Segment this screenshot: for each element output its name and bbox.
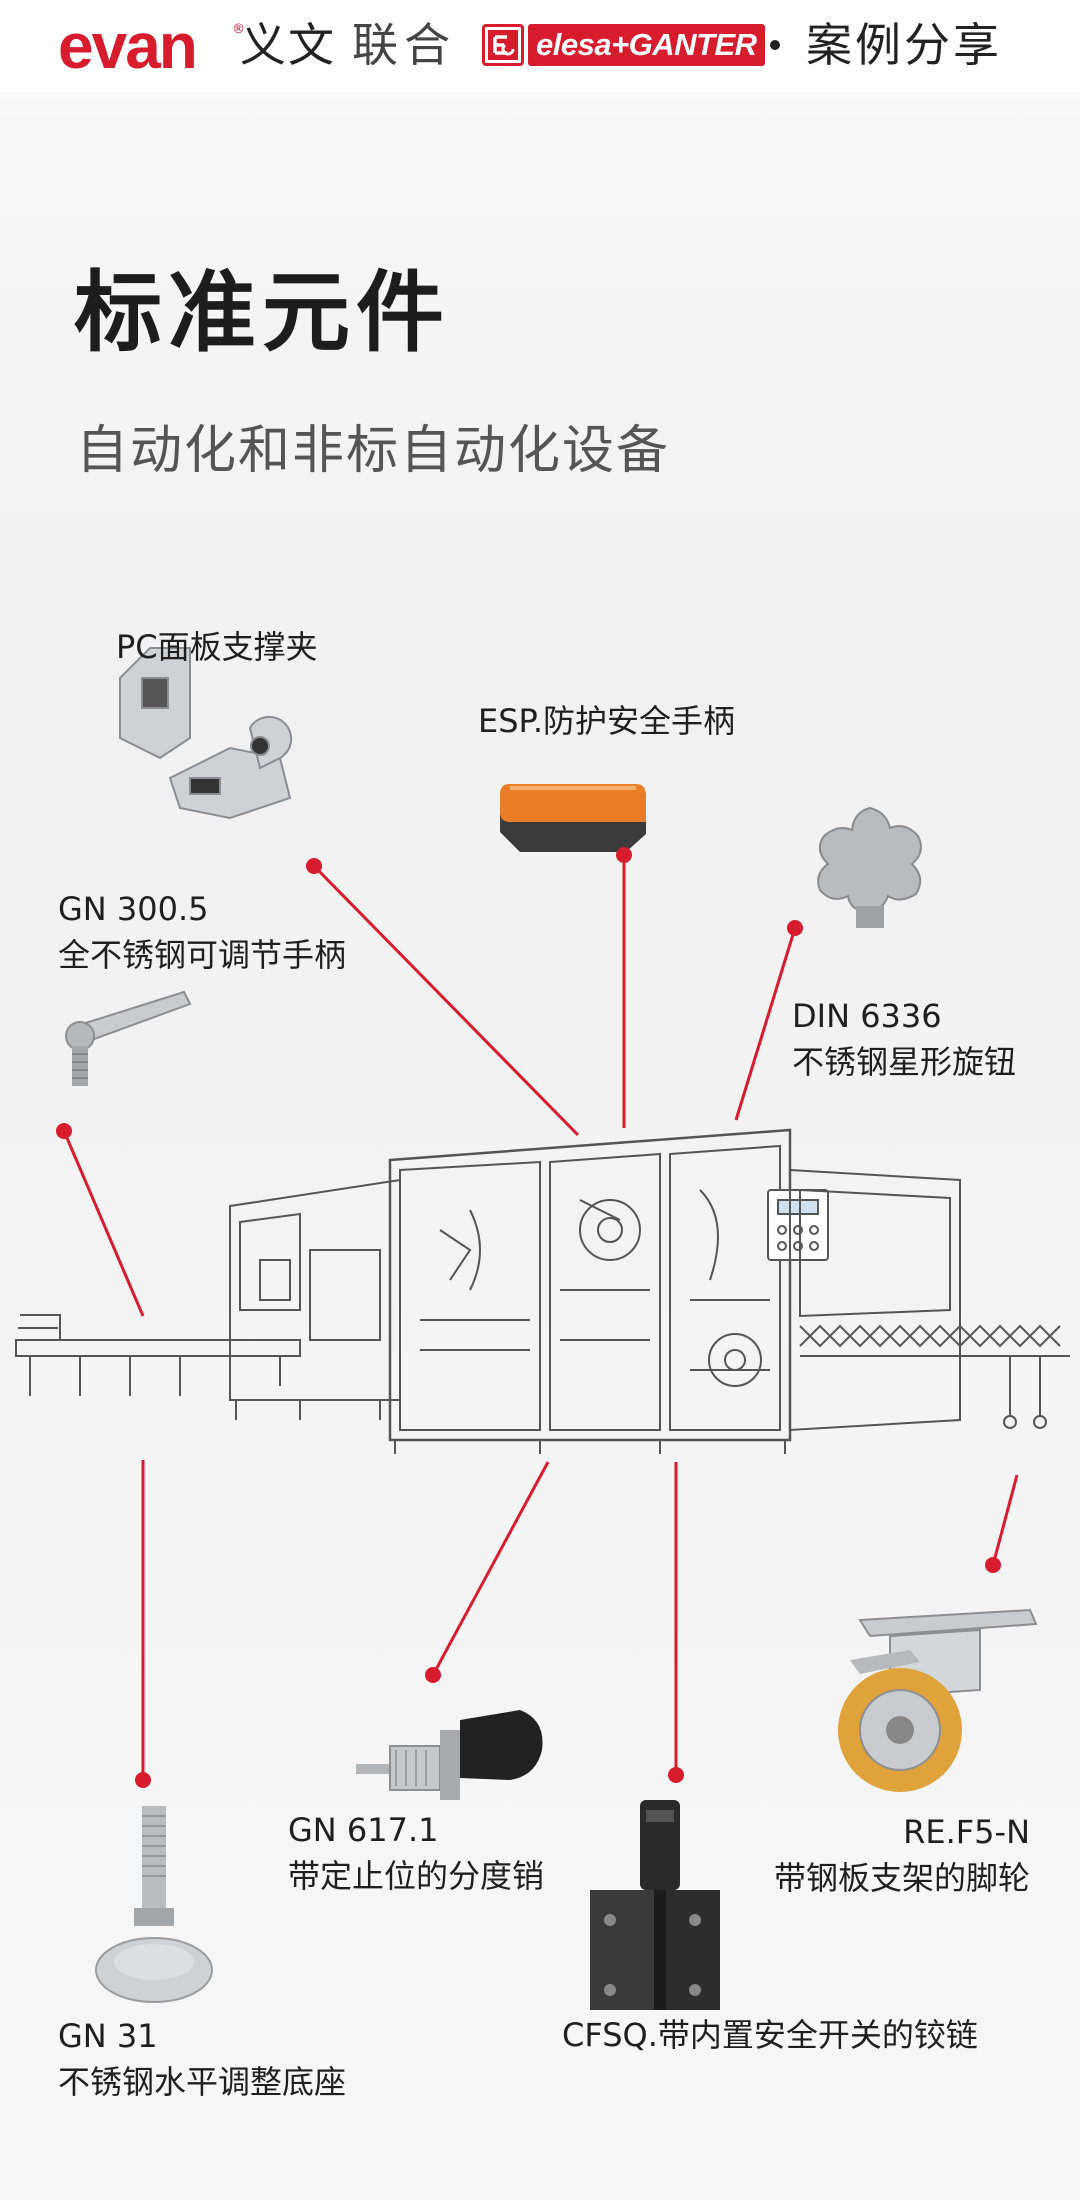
evan-logo: evan xyxy=(58,10,198,82)
product-desc: CFSQ.带内置安全开关的铰链 xyxy=(562,2016,978,2054)
elesa-emblem-icon xyxy=(482,24,524,66)
label-cfsq-hinge: CFSQ.带内置安全开关的铰链 xyxy=(562,2012,978,2058)
product-code: RE.F5-N xyxy=(903,1813,1030,1851)
label-pc-panel-clamp: PC面板支撑夹 xyxy=(116,624,318,670)
label-gn-31: GN 31 不锈钢水平调整底座 xyxy=(58,2013,346,2105)
packaging-machine-illustration xyxy=(0,1110,1080,1490)
product-code: DIN 6336 xyxy=(792,997,942,1035)
leveling-foot-icon xyxy=(90,1800,220,2010)
product-code: GN 300.5 xyxy=(58,890,209,928)
product-code: GN 31 xyxy=(58,2017,158,2055)
callout-dot xyxy=(135,1772,151,1788)
product-desc: 全不锈钢可调节手柄 xyxy=(58,936,347,974)
product-code: GN 617.1 xyxy=(288,1811,439,1849)
callout-dot xyxy=(668,1767,684,1783)
page-title: 标准元件 xyxy=(74,261,451,364)
product-desc: 带钢板支架的脚轮 xyxy=(773,1859,1030,1897)
safety-handle-icon xyxy=(496,774,650,854)
header-bar: evan ® 义文 联合 elesa+GANTER 案例分享 xyxy=(0,0,1080,92)
union-text: 联合 xyxy=(352,18,456,72)
product-desc: 不锈钢水平调整底座 xyxy=(58,2063,347,2101)
callout-dot xyxy=(985,1557,1001,1573)
evan-registered-mark: ® xyxy=(232,22,245,37)
label-gn-300-5: GN 300.5 全不锈钢可调节手柄 xyxy=(58,886,346,978)
callout-dot xyxy=(425,1667,441,1683)
elesa-ganter-logo: elesa+GANTER xyxy=(528,24,765,66)
product-desc: PC面板支撑夹 xyxy=(116,628,318,666)
separator-dot xyxy=(770,40,780,50)
safety-hinge-icon xyxy=(580,1790,730,2020)
panel-clamp-icon xyxy=(110,638,310,838)
product-desc: ESP.防护安全手柄 xyxy=(478,702,736,740)
evan-chinese-name: 义文 xyxy=(240,18,336,72)
case-share-text: 案例分享 xyxy=(806,18,1002,72)
product-desc: 不锈钢星形旋钮 xyxy=(792,1043,1017,1081)
product-desc: 带定止位的分度销 xyxy=(288,1857,545,1895)
page-subtitle: 自动化和非标自动化设备 xyxy=(76,421,671,481)
caster-wheel-icon xyxy=(830,1600,1040,1800)
label-esp-handle: ESP.防护安全手柄 xyxy=(478,698,735,744)
label-gn-617-1: GN 617.1 带定止位的分度销 xyxy=(288,1807,544,1899)
label-re-f5-n: RE.F5-N 带钢板支架的脚轮 xyxy=(774,1809,1030,1901)
label-din-6336: DIN 6336 不锈钢星形旋钮 xyxy=(792,993,1016,1085)
indexing-plunger-icon xyxy=(350,1690,550,1800)
star-knob-icon xyxy=(800,800,940,940)
adjustable-handle-icon xyxy=(56,980,196,1100)
callout-dot xyxy=(306,858,322,874)
